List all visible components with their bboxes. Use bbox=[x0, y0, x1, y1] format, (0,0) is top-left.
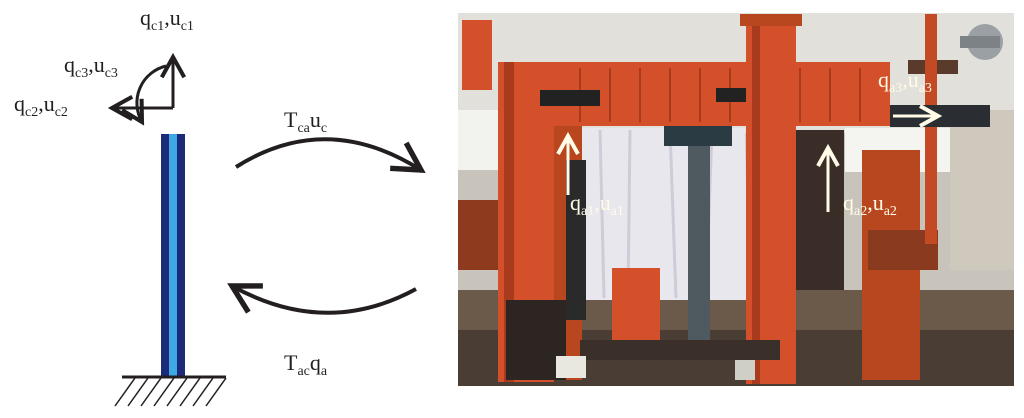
transform-bottom-arrow bbox=[232, 286, 416, 313]
column-inner bbox=[169, 134, 177, 376]
label-c1: qc1,uc1 bbox=[140, 5, 194, 34]
transform-top-label: Tcauc bbox=[284, 107, 327, 136]
ground-hatch bbox=[115, 378, 226, 406]
test-column bbox=[688, 130, 710, 340]
transform-bottom-label: Tacqa bbox=[284, 350, 328, 379]
dof-arrows bbox=[112, 57, 173, 122]
lab-photo: qa1,ua1 qa2,ua2 qa3,ua3 bbox=[458, 13, 1014, 386]
transform-arrows: Tcauc Tacqa bbox=[232, 107, 421, 379]
numerical-column-model: qc1,uc1 qc3,uc3 qc2,uc2 bbox=[14, 5, 226, 406]
transform-top-arrow bbox=[236, 139, 421, 170]
label-c3: qc3,uc3 bbox=[64, 52, 118, 81]
dof-rotation-arrow bbox=[137, 66, 166, 122]
label-c2: qc2,uc2 bbox=[14, 91, 68, 120]
